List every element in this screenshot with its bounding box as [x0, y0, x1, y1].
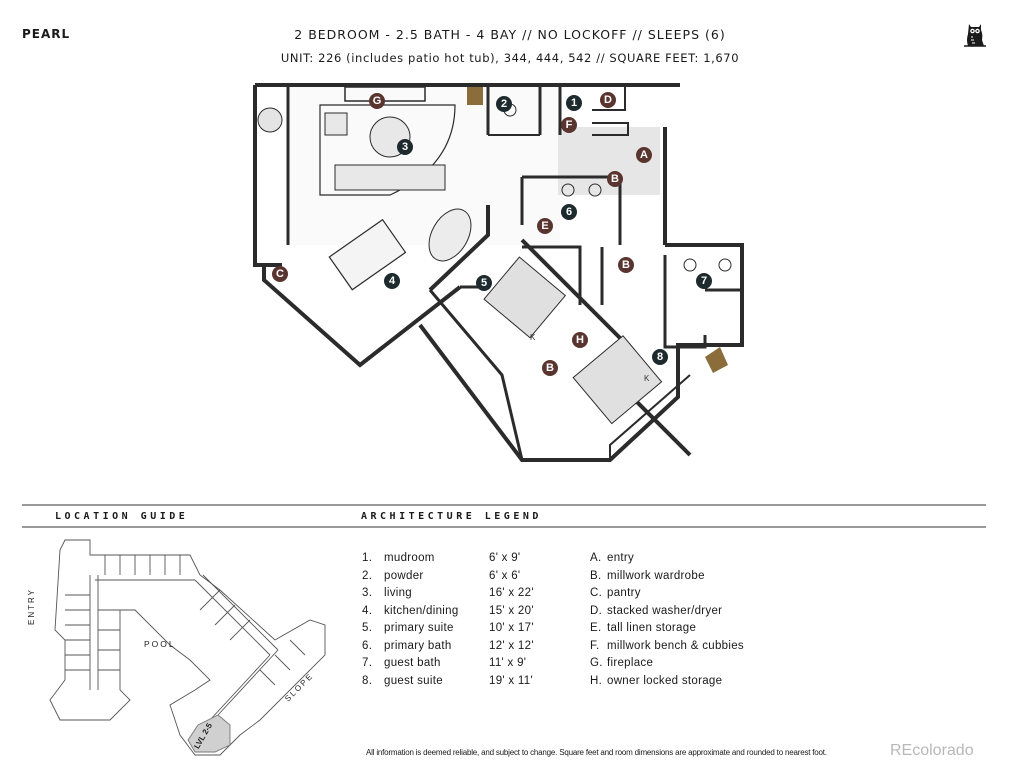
feature-marker-g: G — [369, 93, 385, 109]
legend-row: G.fireplace — [590, 657, 654, 669]
room-marker-6: 6 — [561, 204, 577, 220]
legend-row: D.stacked washer/dryer — [590, 604, 723, 617]
disclaimer-text: All information is deemed reliable, and … — [366, 748, 827, 757]
feature-marker-d: D — [600, 92, 616, 108]
features-legend: A.entry B.millwork wardrobe C.pantry D.s… — [590, 552, 744, 692]
bed-label-king: K — [644, 374, 650, 383]
svg-text:B: B — [622, 259, 630, 271]
owl-icon — [964, 24, 986, 47]
room-marker-7: 7 — [696, 273, 712, 289]
divider-bottom — [22, 526, 986, 528]
watermark: REcolorado — [890, 742, 974, 759]
svg-text:6: 6 — [566, 206, 572, 218]
svg-text:4: 4 — [389, 275, 396, 287]
feature-marker-b: B — [607, 171, 623, 187]
unit-subline: UNIT: 226 (includes patio hot tub), 344,… — [280, 51, 740, 65]
legend-row: B.millwork wardrobe — [590, 569, 705, 582]
room-marker-3: 3 — [397, 139, 413, 155]
feature-marker-a: A — [636, 147, 652, 163]
legend-row: H.owner locked storage — [590, 674, 723, 687]
feature-marker-b: B — [542, 360, 558, 376]
unit-headline: 2 BEDROOM - 2.5 BATH - 4 BAY // NO LOCKO… — [294, 27, 726, 42]
location-guide-title: LOCATION GUIDE — [55, 511, 189, 522]
feature-marker-b: B — [618, 257, 634, 273]
legend-row: C.pantry — [590, 587, 641, 599]
feature-marker-h: H — [572, 332, 588, 348]
legend-row: E.tall linen storage — [590, 622, 697, 634]
legend-row: F.millwork bench & cubbies — [590, 639, 744, 652]
svg-text:G: G — [373, 95, 382, 107]
slope-label: SLOPE — [283, 671, 315, 703]
svg-text:B: B — [611, 173, 619, 185]
bed-label-king: K — [530, 333, 536, 342]
floor-plan: K K 1 2 3 4 5 6 7 8 A B B B C D E F G H — [253, 83, 744, 462]
pool-label: POOL — [144, 639, 176, 649]
svg-text:B: B — [546, 362, 554, 374]
svg-text:1: 1 — [571, 97, 577, 109]
svg-text:E: E — [541, 220, 548, 232]
entry-label: ENTRY — [27, 588, 36, 625]
svg-text:7: 7 — [701, 275, 707, 287]
svg-text:A: A — [640, 149, 648, 161]
feature-marker-e: E — [537, 218, 553, 234]
divider-top — [22, 504, 986, 506]
room-marker-4: 4 — [384, 273, 400, 289]
svg-text:C: C — [276, 268, 284, 280]
brand-name: PEARL — [22, 27, 71, 41]
room-marker-8: 8 — [652, 349, 668, 365]
svg-text:3: 3 — [402, 141, 408, 153]
architecture-legend-title: ARCHITECTURE LEGEND — [361, 511, 542, 522]
feature-marker-c: C — [272, 266, 288, 282]
svg-text:5: 5 — [481, 277, 487, 289]
room-marker-1: 1 — [566, 95, 582, 111]
location-guide-map: ENTRY POOL SLOPE LVL 2-5 — [27, 539, 326, 756]
feature-marker-f: F — [561, 117, 577, 133]
room-marker-5: 5 — [476, 275, 492, 291]
svg-text:8: 8 — [657, 351, 663, 363]
room-marker-2: 2 — [496, 96, 512, 112]
svg-text:2: 2 — [501, 98, 507, 110]
svg-text:H: H — [576, 334, 584, 346]
svg-text:F: F — [566, 119, 573, 131]
svg-text:D: D — [604, 94, 612, 106]
legend-row: A.entry — [590, 552, 635, 564]
